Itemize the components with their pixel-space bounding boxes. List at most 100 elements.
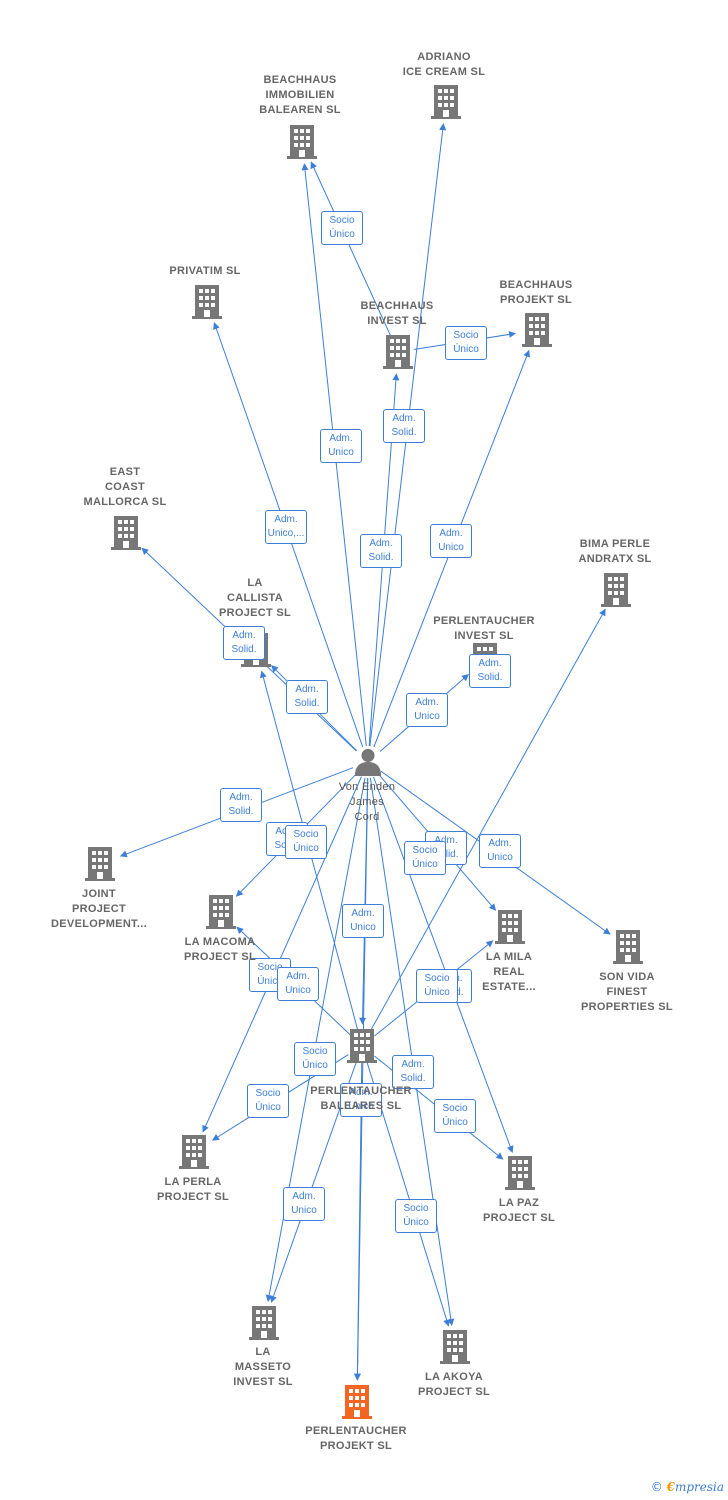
node-label-line: BALEAREN SL xyxy=(259,104,341,116)
relation-label-line: Unico xyxy=(350,922,376,933)
node-label-line: LA AKOYA xyxy=(424,1371,484,1383)
relation-label-person-la-akoya[interactable]: Adm.Unico xyxy=(340,1083,382,1117)
relation-label-line: Adm. xyxy=(369,538,393,549)
building-icon-beachhaus-invest[interactable] xyxy=(383,335,413,369)
node-label-line: PROJEKT SL xyxy=(319,1440,393,1452)
node-label-line: BEACHHAUS xyxy=(360,300,434,312)
company-name-adriano[interactable]: ADRIANO ICE CREAM SL xyxy=(369,50,519,80)
building-icon-la-akoya[interactable] xyxy=(440,1330,470,1364)
relation-label-person-la-masseto[interactable]: Adm.Solid. xyxy=(392,1055,434,1089)
brand-text: mpresia xyxy=(674,1480,724,1494)
building-icon-son-vida[interactable] xyxy=(613,930,643,964)
relation-label-person-son-vida[interactable]: Adm.Unico xyxy=(479,834,521,868)
relation-label-person-la-callista[interactable]: Adm.Solid. xyxy=(286,680,328,714)
node-label-line: ICE CREAM SL xyxy=(402,66,486,78)
node-label-line: James xyxy=(350,796,384,808)
node-label-line: INVEST SL xyxy=(454,630,514,642)
building-icon-la-mila[interactable] xyxy=(495,910,525,944)
building-icon-adriano[interactable] xyxy=(431,85,461,119)
building-icon-beachhaus-immo[interactable] xyxy=(287,125,317,159)
node-label-line: FINEST xyxy=(606,986,648,998)
relation-label-line: Unico xyxy=(285,985,311,996)
node-label-line: PERLENTAUCHER xyxy=(305,1425,407,1437)
relation-label-line: Solid. xyxy=(391,427,417,438)
building-icon-perlen-projekt[interactable] xyxy=(342,1385,372,1419)
company-name-privatim[interactable]: PRIVATIM SL xyxy=(130,264,280,279)
relation-label-person-east-coast[interactable]: Adm.Solid. xyxy=(223,626,265,660)
node-label-line: LA xyxy=(247,577,263,589)
relation-label-person-perlen-projekt[interactable]: Adm.Unico xyxy=(283,1187,325,1221)
company-name-perlen-projekt[interactable]: PERLENTAUCHER PROJEKT SL xyxy=(281,1424,431,1454)
relation-label-line: Adm. xyxy=(295,684,319,695)
relation-label-person-privatim[interactable]: Adm.Unico,... xyxy=(265,510,307,544)
building-icon-privatim[interactable] xyxy=(192,285,222,319)
node-label-line: PROJECT xyxy=(71,903,127,915)
node-label-line: SON VIDA xyxy=(599,971,655,983)
relation-label-person-adriano[interactable]: Adm.Solid. xyxy=(383,409,425,443)
building-icon-la-macoma[interactable] xyxy=(206,895,236,929)
node-label-line: MASSETO xyxy=(234,1361,292,1373)
relation-label-person-perlen-invest[interactable]: Adm.Unico xyxy=(406,693,448,727)
node-label-line: PROJECT SL xyxy=(218,607,292,619)
empresia-logo-icon: € xyxy=(666,1480,675,1494)
relation-label-person-beachhaus-invest[interactable]: Adm.Solid. xyxy=(360,534,402,568)
building-icon-bima[interactable] xyxy=(601,573,631,607)
person-icon-person[interactable] xyxy=(354,748,382,776)
building-icon-east-coast[interactable] xyxy=(111,516,141,550)
relation-label-line: Socio xyxy=(442,1103,468,1114)
relation-label-person-beachhaus-immo[interactable]: Adm.Unico xyxy=(320,429,362,463)
empresia-brand[interactable]: © €mpresia xyxy=(651,1480,724,1494)
relation-label-person-joint[interactable]: Adm.Solid. xyxy=(220,788,262,822)
node-label-line: ESTATE... xyxy=(482,981,536,993)
building-icon-beachhaus-projekt[interactable] xyxy=(522,313,552,347)
relation-label-line: Socio xyxy=(424,973,450,984)
relation-edge-person-la-akoya xyxy=(369,777,455,1326)
relation-label-line: Adm. xyxy=(349,1087,373,1098)
building-icon-la-perla[interactable] xyxy=(179,1135,209,1169)
node-label-line: LA xyxy=(255,1346,271,1358)
relation-label-line: Único xyxy=(329,229,355,240)
relation-label-person-beachhaus-projekt[interactable]: Adm.Unico xyxy=(430,524,472,558)
relation-label-line: Único xyxy=(257,976,283,987)
building-icon-joint[interactable] xyxy=(85,847,115,881)
building-icon-la-masseto[interactable] xyxy=(249,1306,279,1340)
relation-label-person-perlen-baleares[interactable]: Adm.Unico xyxy=(342,904,384,938)
relation-edge-person-la-perla xyxy=(202,776,362,1133)
relation-label-perlen-baleares-bima[interactable]: Adm.Solid. xyxy=(469,654,511,688)
building-icon-la-paz[interactable] xyxy=(505,1156,535,1190)
node-label-line: ADRIANO xyxy=(417,51,471,63)
building-icon-perlen-baleares[interactable] xyxy=(347,1029,377,1063)
node-label-line: COAST xyxy=(105,481,145,493)
node-label-line: BEACHHAUS xyxy=(263,74,337,86)
relation-label-person-la-perla[interactable]: Adm.Unico xyxy=(277,967,319,1001)
relation-label-line: Socio xyxy=(293,829,319,840)
copyright-symbol: © xyxy=(650,1480,663,1494)
node-label-line: EAST xyxy=(109,466,141,478)
